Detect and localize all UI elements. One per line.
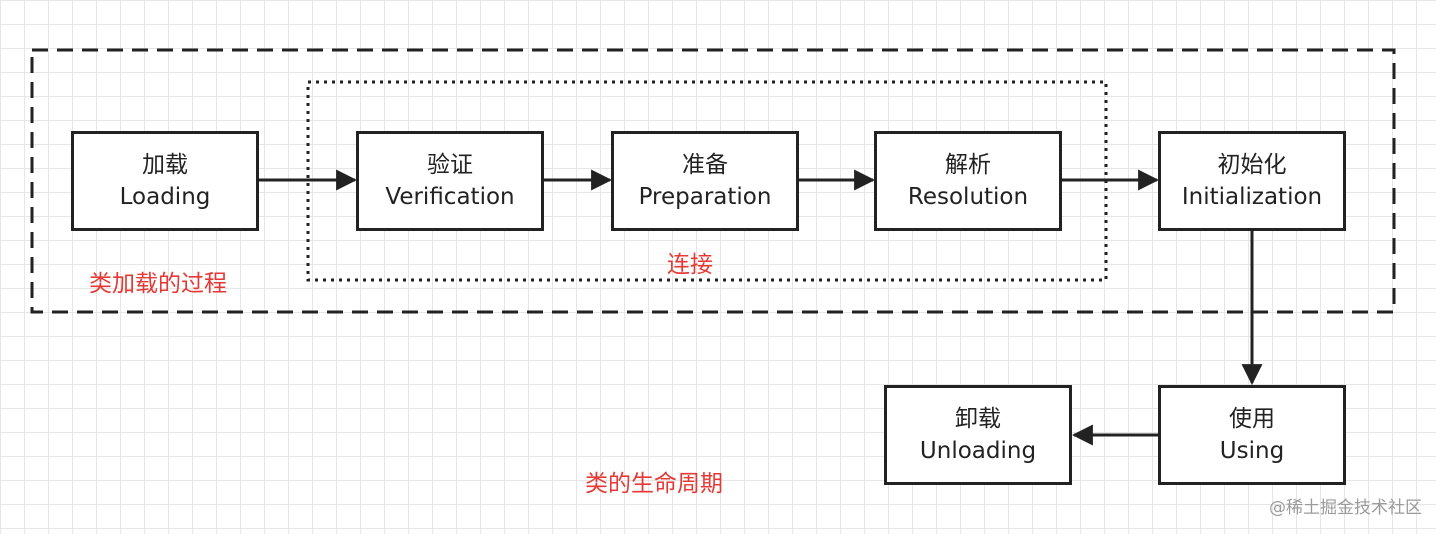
initialization-node: 初始化 Initialization [1158,131,1346,231]
verification-node: 验证 Verification [356,131,544,231]
watermark: @稀土掘金技术社区 [1269,498,1422,518]
unloading-en-label: Unloading [919,438,1037,464]
resolution-en-label: Resolution [907,184,1029,210]
verification-zh-label: 验证 [427,152,473,178]
class-loading-process-label: 类加载的过程 [89,271,227,297]
resolution-zh-label: 解析 [945,152,991,178]
lifecycle-caption: 类的生命周期 [585,471,723,497]
preparation-zh-label: 准备 [682,152,728,178]
using-node: 使用 Using [1158,385,1346,485]
using-en-label: Using [1219,438,1285,464]
resolution-node: 解析 Resolution [874,131,1062,231]
preparation-node: 准备 Preparation [611,131,799,231]
initialization-en-label: Initialization [1181,184,1323,210]
loading-zh-label: 加载 [142,152,188,178]
preparation-en-label: Preparation [638,184,772,210]
unloading-zh-label: 卸载 [955,406,1001,432]
linking-label: 连接 [667,252,713,278]
initialization-zh-label: 初始化 [1217,152,1287,178]
loading-en-label: Loading [119,184,211,210]
loading-node: 加载 Loading [71,131,259,231]
verification-en-label: Verification [385,184,515,210]
unloading-node: 卸载 Unloading [884,385,1072,485]
using-zh-label: 使用 [1229,406,1275,432]
